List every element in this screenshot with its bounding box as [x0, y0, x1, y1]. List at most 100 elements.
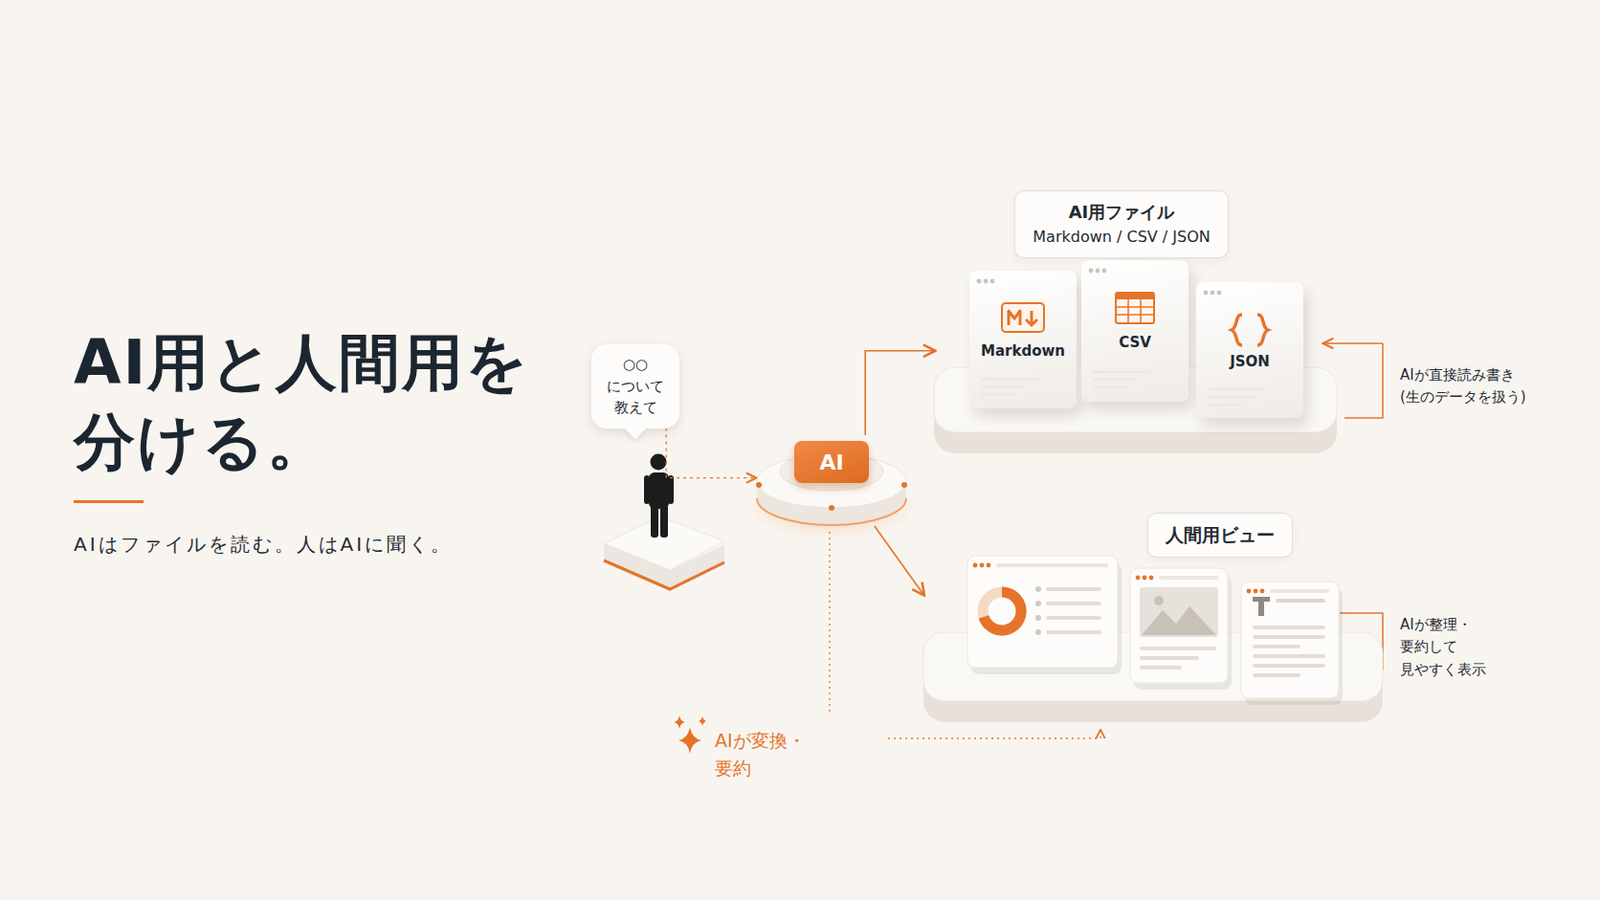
- drawing-rect: [1139, 587, 1219, 638]
- drawing-rect: [1045, 601, 1102, 606]
- drawing-rect: [1207, 396, 1254, 400]
- drawing-rect: [980, 385, 1027, 389]
- drawing-rect: [660, 505, 668, 538]
- drawing-rect: [1252, 635, 1326, 640]
- drawing-circle: [901, 482, 908, 489]
- drawing-path: [983, 592, 1022, 631]
- drawing-rect: [1252, 644, 1301, 649]
- drawing-circle: [979, 563, 985, 569]
- drawing-path: [888, 731, 1101, 739]
- accent-rule: [73, 500, 144, 504]
- drawing-path: [828, 532, 830, 712]
- drawing-rect: [1001, 303, 1045, 333]
- file-label: JSON: [1196, 353, 1304, 371]
- drawing-rect: [650, 505, 659, 538]
- card-art: [1081, 260, 1189, 402]
- drawing-path: [1344, 343, 1383, 419]
- drawing-rect: [1269, 589, 1330, 594]
- drawing-path: [1324, 342, 1383, 345]
- drawing-circle: [990, 279, 996, 285]
- drawing-line: [1115, 313, 1155, 316]
- drawing-rect: [967, 555, 1118, 668]
- group-title: AI用ファイル: [1032, 199, 1210, 226]
- drawing-rect: [980, 377, 1039, 381]
- drawing-circle: [1154, 596, 1164, 606]
- drawing-circle: [1095, 268, 1101, 274]
- card-art: [1196, 282, 1304, 419]
- drawing-path: [698, 716, 707, 727]
- caption: AIはファイルを読む。人はAIに聞く。: [73, 532, 453, 558]
- drawing-rect: [996, 563, 1109, 568]
- drawing-line: [1115, 306, 1155, 309]
- drawing-rect: [1139, 656, 1200, 661]
- drawing-path: [673, 715, 686, 730]
- drawing-circle: [1035, 586, 1042, 593]
- side-note: AIが整理・要約して 見やすく表示: [1398, 614, 1489, 682]
- drawing-line: [1127, 292, 1130, 324]
- title: AI用と人間用を 分ける。: [73, 323, 531, 483]
- drawing-rect: [1130, 568, 1228, 684]
- drawing-rect: [1275, 599, 1326, 603]
- drawing-circle: [650, 454, 667, 471]
- drawing-rect: [1092, 370, 1151, 374]
- connector-arrow: [865, 351, 934, 436]
- drawing-circle: [828, 505, 835, 512]
- drawing-circle: [1102, 268, 1108, 274]
- sparkle-icon: [673, 715, 707, 755]
- drawing-rect: [648, 472, 669, 510]
- drawing-circle: [973, 563, 978, 569]
- drawing-circle: [1035, 615, 1042, 622]
- drawing-rect: [1092, 377, 1139, 381]
- drawing-circle: [983, 279, 989, 285]
- drawing-rect: [1139, 646, 1217, 651]
- file-label: Markdown: [969, 342, 1077, 360]
- file-card: Markdown: [969, 270, 1077, 409]
- drawing-rect: [980, 393, 1016, 397]
- drawing-g: [1001, 303, 1045, 333]
- drawing-rect: [1045, 630, 1102, 635]
- drawing-rect: [1241, 581, 1339, 699]
- drawing-circle: [1253, 589, 1259, 595]
- drawing-rect: [1207, 403, 1243, 407]
- connector-arrow: [666, 428, 756, 479]
- drawing-rect: [667, 475, 674, 505]
- drawing-path: [1257, 314, 1268, 346]
- file-card: CSV: [1081, 260, 1189, 402]
- drawing-circle: [1210, 290, 1216, 296]
- file-label: CSV: [1081, 333, 1189, 352]
- person-figure: [644, 454, 674, 539]
- speech-bubble: ○○について 教えて: [591, 344, 680, 429]
- drawing-path: [603, 560, 725, 590]
- drawing-circle: [1035, 600, 1042, 607]
- drawing-rect: [644, 475, 650, 505]
- group-header: 人間用ビュー: [1147, 512, 1293, 558]
- drawing-circle: [1035, 629, 1042, 636]
- side-note: AIが直接読み書き (生のデータを扱う): [1398, 364, 1529, 410]
- drawing-circle: [1203, 290, 1209, 296]
- drawing-g: [1231, 314, 1268, 346]
- group-subtitle: Markdown / CSV / JSON: [1032, 225, 1210, 250]
- drawing-circle: [1260, 589, 1266, 595]
- drawing-circle: [986, 563, 992, 569]
- drawing-path: [1141, 606, 1217, 636]
- drawing-path: [1252, 597, 1270, 617]
- drawing-rect: [1207, 388, 1266, 392]
- drawing-rect: [1252, 625, 1326, 630]
- drawing-circle: [755, 482, 762, 489]
- drawing-path: [1008, 311, 1021, 326]
- drawing-rect: [1158, 576, 1219, 580]
- drawing-path: [1231, 314, 1243, 346]
- bubble-text: ○○について 教えて: [606, 354, 665, 420]
- drawing-rect: [1092, 385, 1128, 389]
- drawing-circle: [1149, 576, 1155, 581]
- drawing-rect: [1045, 616, 1102, 621]
- file-card: JSON: [1196, 282, 1304, 419]
- drawing-circle: [1142, 576, 1148, 581]
- drawing-line: [1139, 292, 1142, 324]
- platform-group: 人間用ビュー: [923, 512, 1383, 723]
- ai-hub: AI: [755, 435, 909, 527]
- drawing-rect: [1252, 673, 1301, 678]
- conversion-label: AIが変換・要約: [712, 727, 808, 784]
- card-art: [969, 270, 1077, 409]
